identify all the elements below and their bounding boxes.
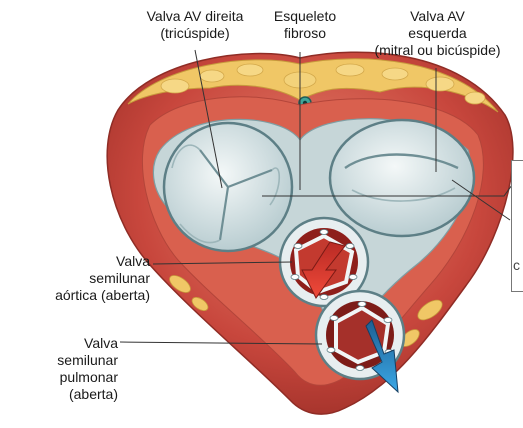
label-line: pulmonar bbox=[0, 369, 118, 386]
label-line: semilunar bbox=[0, 270, 150, 287]
label-line: Valva bbox=[0, 253, 150, 270]
label-line: (mitral ou bicúspide) bbox=[350, 42, 523, 59]
label-fibrous-skeleton: Esqueleto fibroso bbox=[255, 8, 355, 42]
label-line: Esqueleto bbox=[255, 8, 355, 25]
label-mitral-valve: Valva AV esquerda (mitral ou bicúspide) bbox=[350, 8, 523, 59]
cropped-side-label-text: c bbox=[513, 257, 520, 273]
label-line: (aberta) bbox=[0, 386, 118, 403]
label-aortic-valve: Valva semilunar aórtica (aberta) bbox=[0, 253, 150, 304]
label-line: fibroso bbox=[255, 25, 355, 42]
label-line: esquerda bbox=[350, 25, 523, 42]
mitral-valve bbox=[330, 120, 474, 236]
label-line: Valva AV bbox=[350, 8, 523, 25]
tricuspid-valve bbox=[164, 123, 292, 251]
label-line: aórtica (aberta) bbox=[0, 287, 150, 304]
label-pulmonary-valve: Valva semilunar pulmonar (aberta) bbox=[0, 335, 118, 403]
label-line: semilunar bbox=[0, 352, 118, 369]
label-line: Valva bbox=[0, 335, 118, 352]
